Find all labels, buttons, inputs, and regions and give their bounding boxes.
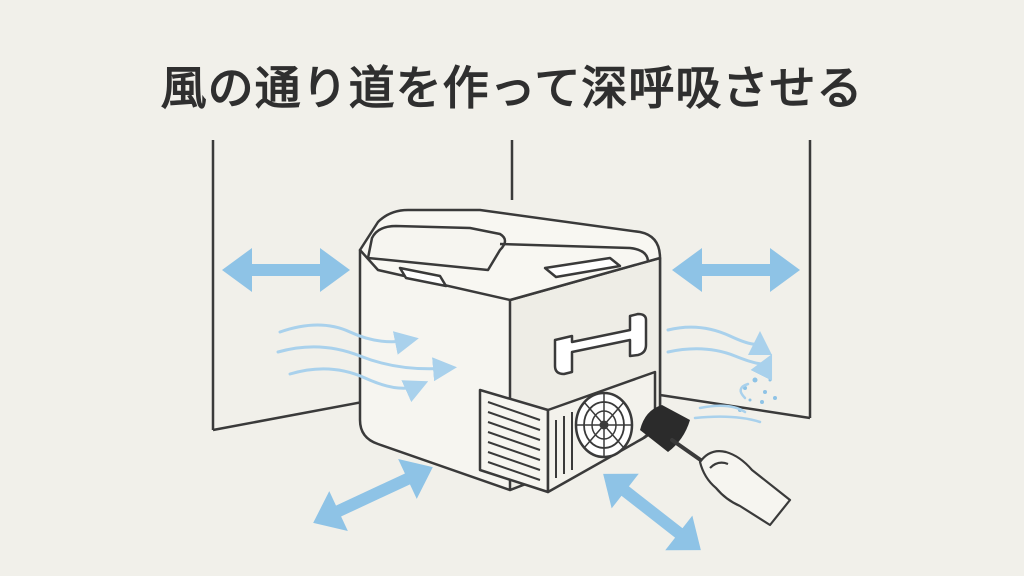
wall-lines	[211, 140, 812, 432]
brush-icon	[640, 405, 714, 470]
clearance-arrow-bottom-left	[313, 459, 433, 531]
fan-icon	[574, 391, 634, 459]
double-arrow-icon	[222, 248, 800, 551]
clearance-arrow-bottom-right	[603, 473, 701, 551]
page-title: 風の通り道を作って深呼吸させる	[160, 61, 864, 115]
vent-grille-right	[555, 412, 573, 478]
vent-grille-left	[487, 401, 541, 481]
airflow-out-right	[666, 325, 773, 381]
airflow-arrow-icon	[693, 382, 762, 424]
clearance-arrow-right	[672, 248, 800, 292]
airflow-in-left	[276, 323, 457, 403]
portable-fridge	[358, 208, 662, 494]
fridge-handle	[553, 312, 648, 376]
hand-icon	[698, 450, 792, 527]
clearance-arrow-left	[222, 248, 350, 292]
